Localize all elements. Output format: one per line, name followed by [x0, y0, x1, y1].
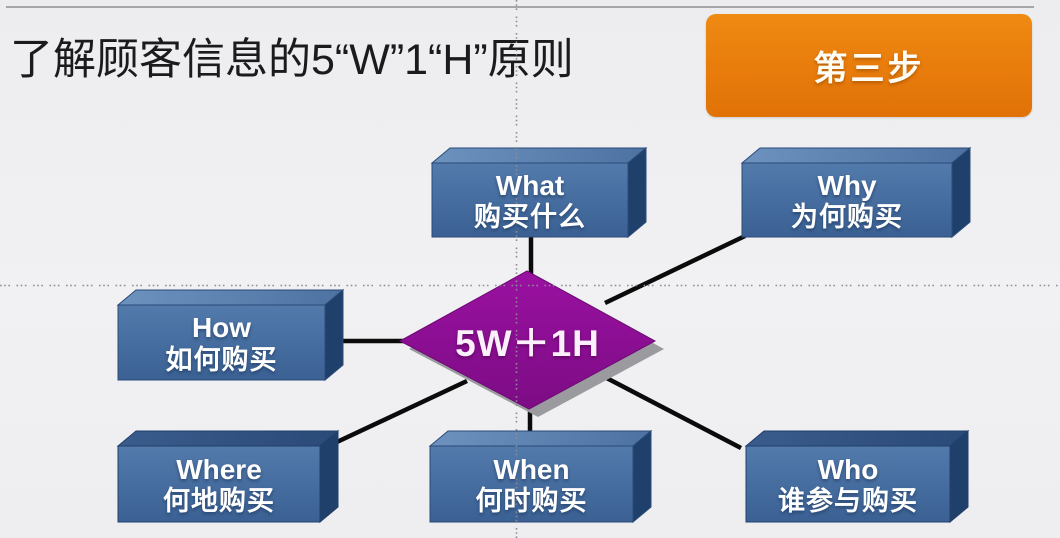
center-diamond-shape: [398, 270, 664, 417]
node-what-shape: [430, 146, 648, 239]
slide-title: 了解顾客信息的5“W”1“H”原则: [10, 36, 574, 84]
node-who-shape: [744, 429, 970, 524]
node-how-shape: [116, 288, 345, 382]
node-where-shape: [116, 429, 340, 524]
connector-why: [604, 233, 746, 306]
connector-where: [321, 378, 468, 452]
step-badge: 第三步: [706, 14, 1032, 117]
step-badge-label: 第三步: [813, 50, 925, 88]
top-divider-line: [6, 6, 1034, 8]
node-when-shape: [428, 429, 653, 524]
node-why-shape: [740, 146, 972, 239]
connector-who: [595, 371, 743, 450]
